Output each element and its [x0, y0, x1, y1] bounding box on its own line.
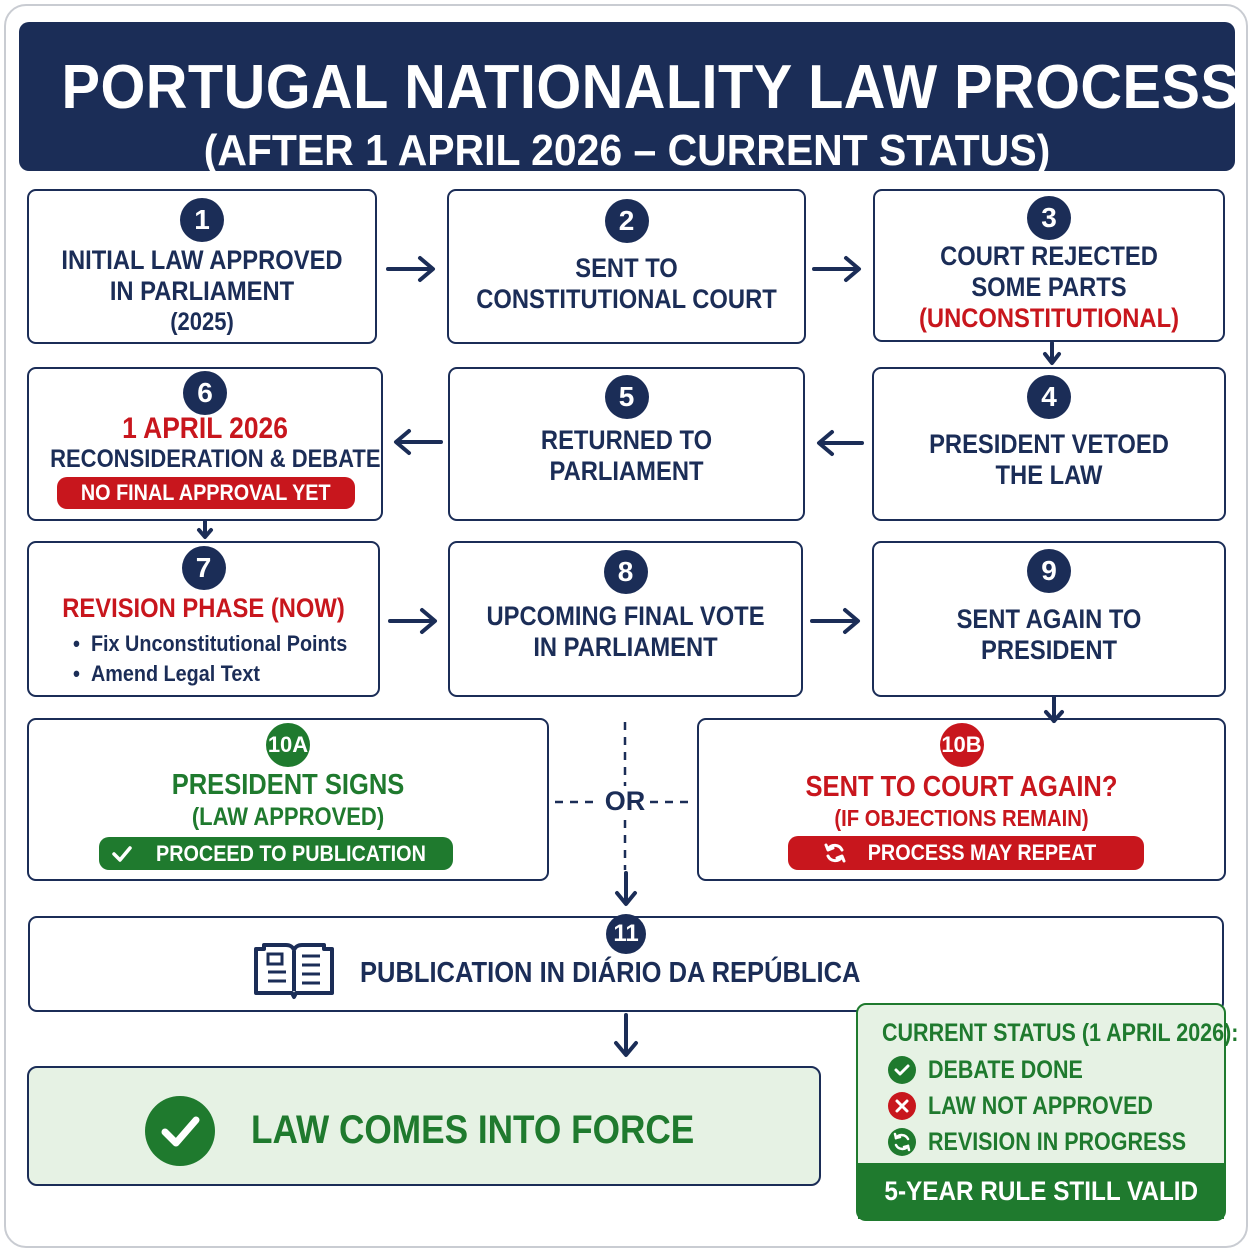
step-10b-box: 10B SENT TO COURT AGAIN? (IF OBJECTIONS …: [697, 718, 1226, 881]
status-item-label: REVISION IN PROGRESS: [928, 1128, 1187, 1156]
step-10a-box: 10A PRESIDENT SIGNS (LAW APPROVED) PROCE…: [27, 718, 549, 881]
step-8-line-1: UPCOMING FINAL VOTE: [486, 601, 765, 631]
step-2-line-1: SENT TO: [575, 253, 678, 283]
title-line-2: (AFTER 1 APRIL 2026 – CURRENT STATUS): [203, 126, 1051, 175]
step-7-bullet-2: • Amend Legal Text: [73, 661, 261, 686]
step-3-number: 3: [1027, 196, 1071, 240]
step-7-bullet-list: • Fix Unconstitutional Points • Amend Le…: [73, 629, 378, 689]
step-1-line-1: INITIAL LAW APPROVED: [61, 245, 343, 275]
status-heading: CURRENT STATUS (1 APRIL 2026):: [882, 1019, 1239, 1047]
step-10b-badge-label: PROCESS MAY REPEAT: [867, 840, 1097, 865]
open-book-icon: [254, 943, 334, 999]
step-11-label: PUBLICATION IN DIÁRIO DA REPÚBLICA: [360, 957, 861, 989]
step-2-line-2: CONSTITUTIONAL COURT: [476, 284, 777, 314]
step-8-line-2: IN PARLIAMENT: [533, 632, 718, 662]
step-1-number: 1: [180, 198, 224, 242]
step-2-number: 2: [604, 199, 649, 243]
law-in-force-box: LAW COMES INTO FORCE: [27, 1066, 821, 1186]
check-circle-icon: [145, 1096, 215, 1166]
step-8-number: 8: [603, 550, 648, 594]
step-1-line-2: IN PARLIAMENT: [109, 276, 295, 306]
refresh-icon: [824, 843, 846, 863]
refresh-circle-icon: [888, 1128, 916, 1156]
step-5-line-2: PARLIAMENT: [549, 456, 704, 486]
or-label: OR: [603, 786, 647, 817]
step-6-date: 1 APRIL 2026: [122, 412, 288, 445]
step-9-line-1: SENT AGAIN TO: [956, 604, 1142, 634]
step-5-line-1: RETURNED TO: [540, 425, 713, 455]
step-10a-badge-label: PROCEED TO PUBLICATION: [156, 841, 426, 866]
step-10b-badge: PROCESS MAY REPEAT: [788, 836, 1144, 870]
step-10b-number: 10B: [939, 723, 984, 767]
step-5-box: 5 RETURNED TO PARLIAMENT: [448, 367, 805, 521]
step-10a-line-2: (LAW APPROVED): [191, 803, 385, 831]
step-4-line-2: THE LAW: [995, 460, 1103, 490]
current-status-panel: CURRENT STATUS (1 APRIL 2026): DEBATE DO…: [856, 1003, 1238, 1221]
step-3-line-1: COURT REJECTED: [940, 241, 1158, 271]
step-9-line-2: PRESIDENT: [981, 635, 1117, 665]
step-4-number: 4: [1027, 375, 1071, 419]
step-3-line-2: SOME PARTS: [971, 272, 1127, 302]
title-line-1: PORTUGAL NATIONALITY LAW PROCESS: [61, 53, 1240, 122]
status-footer-label: 5-YEAR RULE STILL VALID: [884, 1176, 1198, 1206]
step-10a-line-1: PRESIDENT SIGNS: [171, 769, 405, 801]
step-4-box: 4 PRESIDENT VETOED THE LAW: [872, 367, 1226, 521]
step-10b-line-1: SENT TO COURT AGAIN?: [805, 771, 1118, 803]
title-banner: PORTUGAL NATIONALITY LAW PROCESS (AFTER …: [19, 22, 1240, 175]
step-3-box: 3 COURT REJECTED SOME PARTS (UNCONSTITUT…: [873, 189, 1225, 342]
x-circle-icon: [888, 1092, 916, 1120]
step-2-box: 2 SENT TO CONSTITUTIONAL COURT: [447, 189, 806, 344]
step-9-number: 9: [1027, 549, 1071, 593]
step-6-number: 6: [183, 371, 227, 415]
step-9-box: 9 SENT AGAIN TO PRESIDENT: [872, 541, 1226, 697]
step-10a-badge: PROCEED TO PUBLICATION: [99, 837, 453, 870]
check-circle-icon: [888, 1056, 916, 1084]
status-item-label: LAW NOT APPROVED: [928, 1092, 1153, 1120]
checkmark-icon: [112, 846, 132, 862]
step-11-number: 11: [606, 914, 646, 954]
step-5-number: 5: [604, 375, 649, 419]
step-6-line-1: RECONSIDERATION & DEBATE: [50, 445, 381, 473]
step-6-box: 6 1 APRIL 2026 RECONSIDERATION & DEBATE …: [27, 367, 383, 521]
law-in-force-label: LAW COMES INTO FORCE: [251, 1108, 695, 1152]
status-footer: 5-YEAR RULE STILL VALID: [858, 1163, 1224, 1219]
step-7-line-1: REVISION PHASE (NOW): [62, 593, 345, 623]
step-6-badge: NO FINAL APPROVAL YET: [57, 477, 355, 509]
step-8-box: 8 UPCOMING FINAL VOTE IN PARLIAMENT: [448, 541, 803, 697]
step-6-badge-label: NO FINAL APPROVAL YET: [81, 480, 331, 505]
status-item-label: DEBATE DONE: [928, 1056, 1083, 1084]
step-10a-number: 10A: [266, 723, 310, 767]
step-7-bullet-1: • Fix Unconstitutional Points: [73, 631, 348, 656]
step-4-line-1: PRESIDENT VETOED: [929, 429, 1169, 459]
step-7-number: 7: [181, 546, 226, 590]
step-1-line-3: (2025): [170, 308, 234, 336]
step-10b-line-2: (IF OBJECTIONS REMAIN): [834, 805, 1089, 831]
step-1-box: 1 INITIAL LAW APPROVED IN PARLIAMENT (20…: [27, 189, 377, 344]
step-3-line-3: (UNCONSTITUTIONAL): [918, 303, 1180, 333]
step-7-box: 7 REVISION PHASE (NOW) • Fix Unconstitut…: [27, 541, 380, 697]
